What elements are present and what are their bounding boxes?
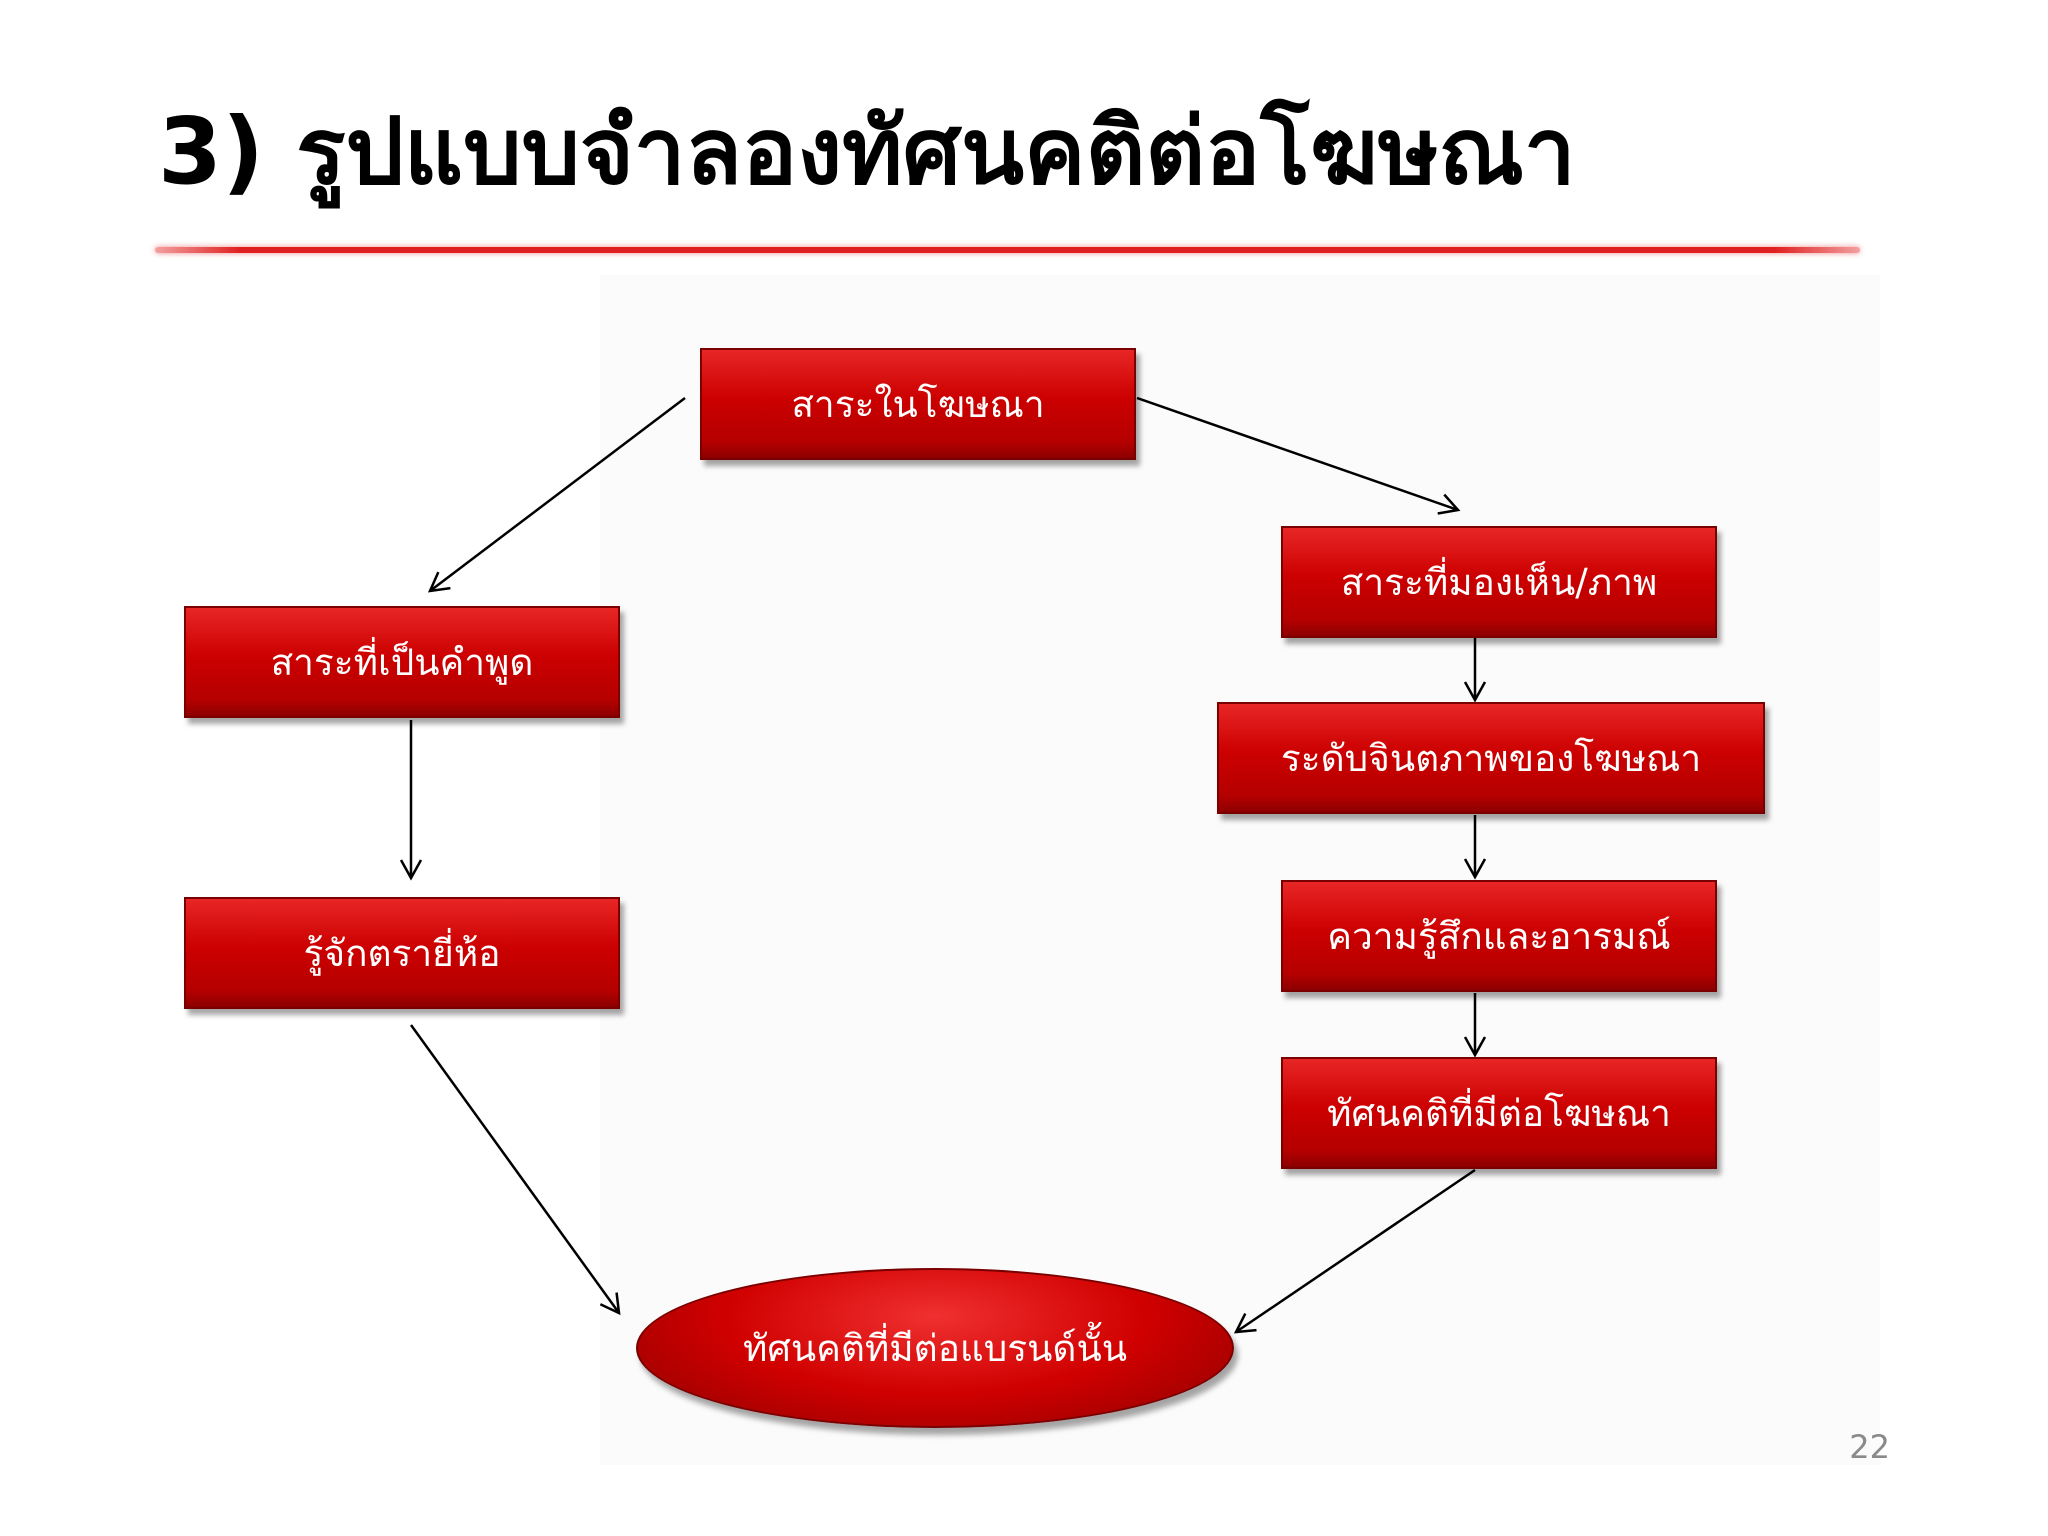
node-feelings-emotions: ความรู้สึกและอารมณ์ — [1281, 880, 1717, 992]
arrow-brand-to-attitude-brand — [409, 1024, 621, 1316]
diagram-background — [600, 275, 1880, 1465]
title-divider — [155, 247, 1860, 253]
node-attitude-toward-brand: ทัศนคติที่มีต่อแบรนด์นั้น — [636, 1268, 1234, 1428]
slide-title: 3) รูปแบบจำลองทัศนคติต่อโฆษณา — [158, 98, 1576, 205]
arrow-ad-to-visual — [1136, 396, 1461, 515]
node-verbal-message: สาระที่เป็นคำพูด — [184, 606, 620, 718]
node-ad-imagery-level: ระดับจินตภาพของโฆษณา — [1217, 702, 1765, 814]
node-brand-recognition: รู้จักตรายี่ห้อ — [184, 897, 620, 1009]
page-number: 22 — [1849, 1428, 1890, 1466]
node-visual-message: สาระที่มองเห็น/ภาพ — [1281, 526, 1717, 638]
arrow-attitude-ad-to-attitude-brand — [1233, 1168, 1476, 1334]
arrow-ad-to-verbal — [427, 397, 686, 593]
node-ad-message: สาระในโฆษณา — [700, 348, 1136, 460]
node-attitude-toward-ad: ทัศนคติที่มีต่อโฆษณา — [1281, 1057, 1717, 1169]
